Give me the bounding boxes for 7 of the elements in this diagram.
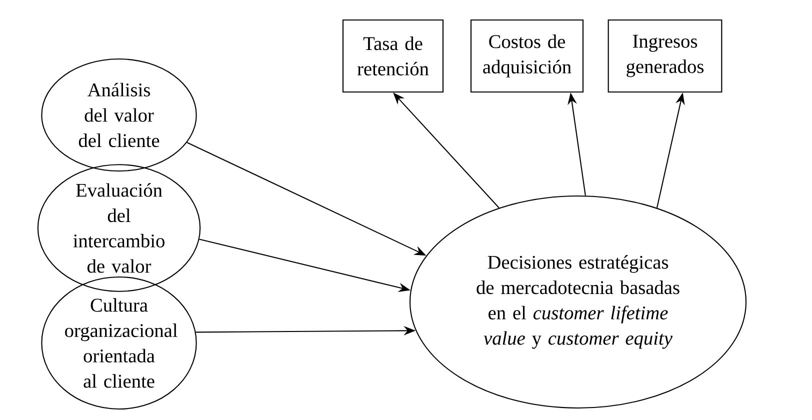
process-box: Costos de adquisición xyxy=(470,19,584,93)
oval-node: Evaluación del intercambio de valor xyxy=(37,164,201,292)
oval-node: Decisiones estratégicas de mercadotecnia basadas en el customer lifetime value y customer equity xyxy=(409,195,747,409)
process-box: Ingresos generados xyxy=(608,19,722,93)
process-box: Tasa de retención xyxy=(342,19,444,93)
oval-node: Cultura organizacional orientada al cliente xyxy=(41,276,197,410)
oval-node: Análisis del valor del cliente xyxy=(41,58,197,172)
